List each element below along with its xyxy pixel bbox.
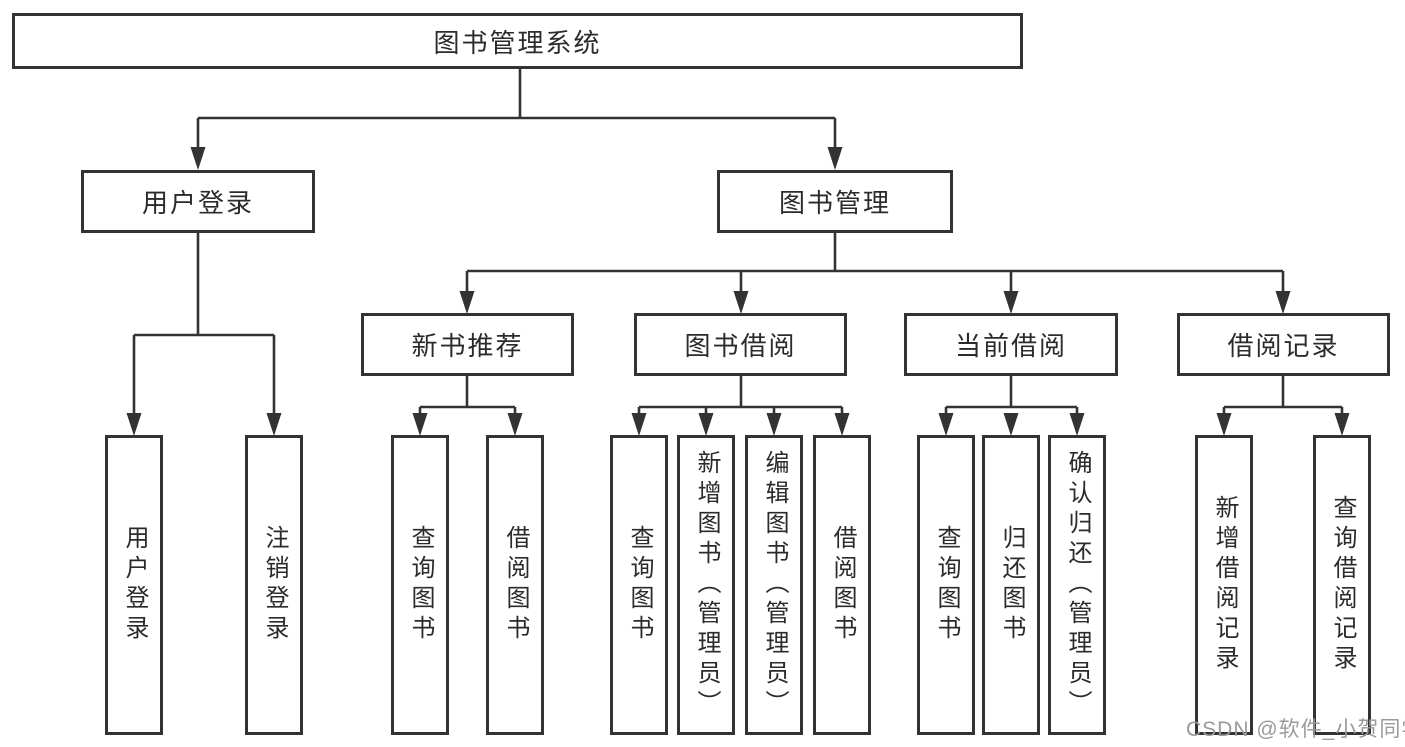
node-user-login-label: 用户登录 [141, 188, 254, 218]
node-leaf-br-add-label: 新增借阅记录 [1211, 495, 1238, 675]
node-leaf-user-login: 用户登录 [105, 435, 163, 735]
arrowhead-leaf-logout [266, 413, 282, 436]
arrowhead-user-login [190, 147, 206, 170]
arrowhead-cb-confirm [1069, 413, 1085, 436]
node-leaf-bb-borrow: 借阅图书 [813, 435, 871, 735]
node-leaf-logout: 注销登录 [245, 435, 303, 735]
node-current-borrow: 当前借阅 [904, 313, 1118, 376]
node-leaf-bb-edit-label: 编辑图书（管理员） [761, 450, 788, 720]
node-borrow-records: 借阅记录 [1177, 313, 1390, 376]
node-leaf-nb-query-label: 查询图书 [407, 525, 434, 645]
connector-borrow-records-children [1216, 376, 1350, 436]
connector-new-books-children [412, 376, 523, 436]
node-root-label: 图书管理系统 [433, 27, 602, 58]
node-leaf-bb-query: 查询图书 [610, 435, 668, 735]
node-leaf-bb-edit: 编辑图书（管理员） [745, 435, 803, 735]
node-current-borrow-label: 当前借阅 [954, 331, 1067, 361]
arrowhead-leaf-user-login [126, 413, 142, 436]
arrowhead-book-mgmt [827, 147, 843, 170]
node-leaf-cb-confirm: 确认归还（管理员） [1048, 435, 1106, 735]
arrowhead-borrow-records [1275, 291, 1291, 314]
node-leaf-br-add: 新增借阅记录 [1195, 435, 1253, 735]
connector-book-mgmt-children [459, 233, 1291, 314]
arrowhead-book-borrow [733, 291, 749, 314]
node-leaf-bb-add: 新增图书（管理员） [677, 435, 735, 735]
node-leaf-cb-return: 归还图书 [982, 435, 1040, 735]
arrowhead-cb-return [1003, 413, 1019, 436]
arrowhead-new-books [459, 291, 475, 314]
arrowhead-br-add [1216, 413, 1232, 436]
node-new-books-label: 新书推荐 [411, 331, 524, 361]
node-book-borrow: 图书借阅 [634, 313, 847, 376]
node-book-borrow-label: 图书借阅 [684, 331, 797, 361]
connector-current-borrow-children [938, 376, 1085, 436]
node-leaf-cb-query: 查询图书 [917, 435, 975, 735]
arrowhead-bb-add [698, 413, 714, 436]
arrowhead-br-query [1334, 413, 1350, 436]
node-leaf-cb-confirm-label: 确认归还（管理员） [1064, 450, 1091, 720]
node-root: 图书管理系统 [12, 13, 1023, 69]
arrowhead-bb-edit [766, 413, 782, 436]
node-leaf-bb-add-label: 新增图书（管理员） [693, 450, 720, 720]
node-leaf-user-login-label: 用户登录 [121, 525, 148, 645]
node-leaf-bb-query-label: 查询图书 [626, 525, 653, 645]
node-leaf-bb-borrow-label: 借阅图书 [829, 525, 856, 645]
arrowhead-cb-query [938, 413, 954, 436]
node-book-mgmt-label: 图书管理 [778, 188, 891, 218]
arrowhead-bb-borrow [834, 413, 850, 436]
csdn-watermark: CSDN @软件_小贺同学 [1186, 718, 1405, 741]
arrowhead-nb-borrow [507, 413, 523, 436]
node-leaf-cb-return-label: 归还图书 [998, 525, 1025, 645]
node-leaf-logout-label: 注销登录 [261, 525, 288, 645]
arrowhead-nb-query [412, 413, 428, 436]
node-new-books: 新书推荐 [361, 313, 574, 376]
connector-book-borrow-children [631, 376, 850, 436]
arrowhead-current-borrow [1003, 291, 1019, 314]
node-leaf-nb-borrow: 借阅图书 [486, 435, 544, 735]
node-leaf-br-query-label: 查询借阅记录 [1329, 495, 1356, 675]
arrowhead-bb-query [631, 413, 647, 436]
node-leaf-nb-query: 查询图书 [391, 435, 449, 735]
node-user-login: 用户登录 [81, 170, 315, 233]
connector-user-login-children [126, 233, 282, 436]
node-leaf-br-query: 查询借阅记录 [1313, 435, 1371, 735]
node-book-mgmt: 图书管理 [717, 170, 953, 233]
connector-root-to-level2 [190, 68, 843, 170]
node-borrow-records-label: 借阅记录 [1227, 331, 1340, 361]
node-leaf-cb-query-label: 查询图书 [933, 525, 960, 645]
node-leaf-nb-borrow-label: 借阅图书 [502, 525, 529, 645]
